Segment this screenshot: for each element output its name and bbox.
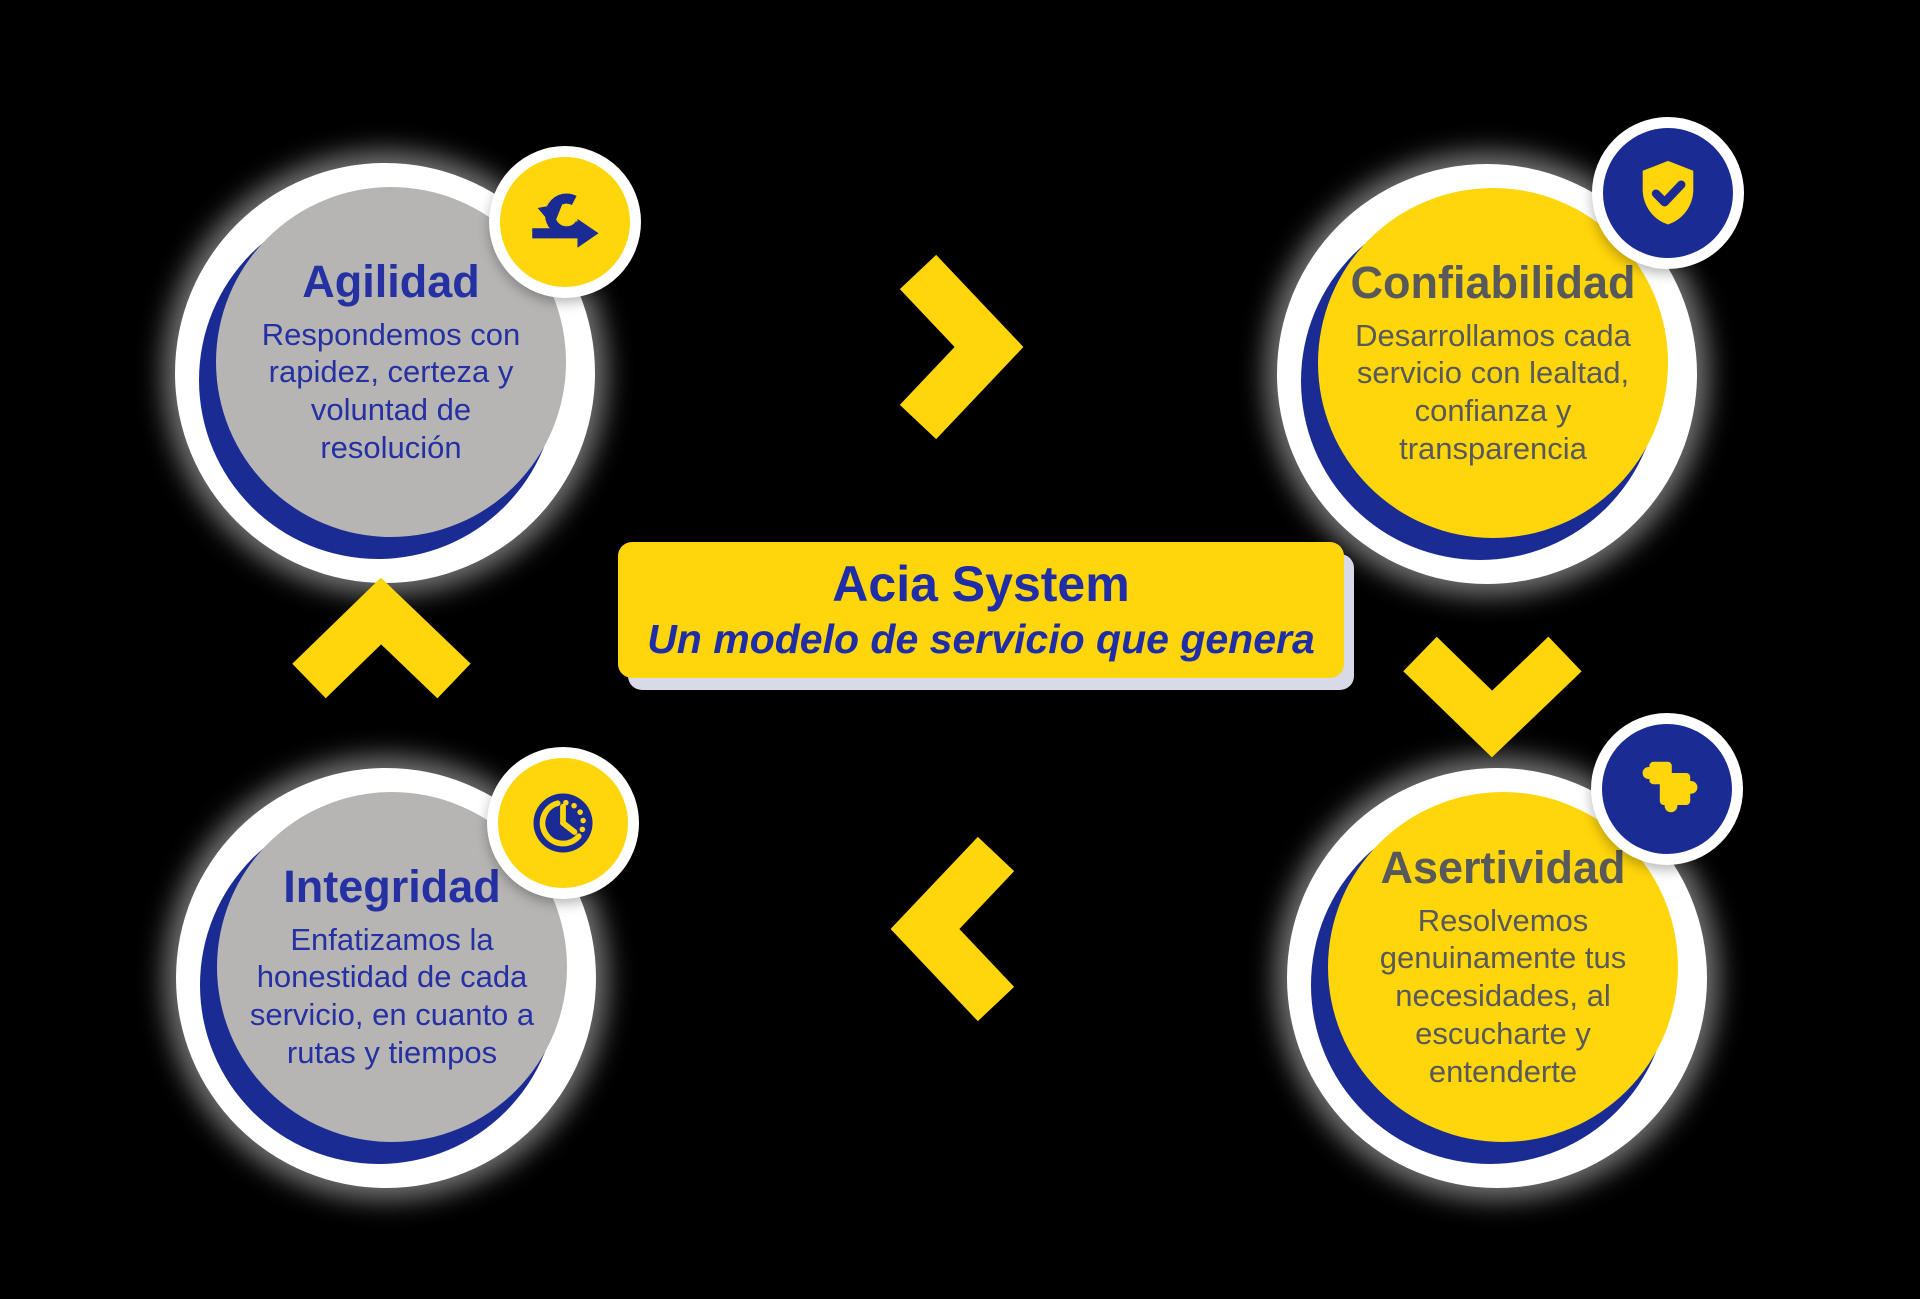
node-circle-agilidad: Agilidad Respondemos con rapidez, certez…: [216, 187, 566, 537]
puzzle-icon: [1642, 761, 1698, 813]
diagram-title: Acia System: [832, 555, 1130, 612]
node-title: Confiabilidad: [1350, 257, 1636, 309]
node-title: Integridad: [283, 861, 501, 913]
badge-confiabilidad: [1592, 117, 1744, 269]
chevron-left-arrow: [890, 836, 1015, 1022]
badge-asertividad: [1591, 713, 1743, 865]
node-description: Desarrollamos cada servicio con lealtad,…: [1355, 317, 1631, 466]
node-title: Agilidad: [302, 256, 480, 308]
chevron-right-arrow: [899, 254, 1024, 440]
clock-icon: [533, 793, 593, 853]
chevron-up-arrow: [292, 577, 471, 699]
shield-check-icon: [1642, 160, 1694, 225]
badge-agilidad: [489, 146, 641, 298]
badge-integridad: [487, 747, 639, 899]
node-title: Asertividad: [1380, 842, 1626, 894]
node-asertividad: Asertividad Resolvemos genuinamente tus …: [1287, 713, 1743, 1188]
node-description: Enfatizamos la honestidad de cada servic…: [249, 921, 535, 1070]
chevron-down-arrow: [1403, 636, 1582, 758]
agile-cycle-icon: [532, 193, 599, 248]
node-description: Respondemos con rapidez, certeza y volun…: [261, 316, 521, 465]
node-agilidad: Agilidad Respondemos con rapidez, certez…: [175, 146, 641, 583]
node-circle-confiabilidad: Confiabilidad Desarrollamos cada servici…: [1318, 188, 1668, 538]
node-description: Resolvemos genuinamente tus necesidades,…: [1379, 902, 1627, 1089]
center-title-box: Acia System Un modelo de servicio que ge…: [618, 542, 1344, 678]
node-confiabilidad: Confiabilidad Desarrollamos cada servici…: [1277, 117, 1744, 584]
node-circle-asertividad: Asertividad Resolvemos genuinamente tus …: [1328, 792, 1678, 1142]
node-integridad: Integridad Enfatizamos la honestidad de …: [176, 747, 639, 1188]
diagram-subtitle: Un modelo de servicio que genera: [647, 615, 1315, 662]
